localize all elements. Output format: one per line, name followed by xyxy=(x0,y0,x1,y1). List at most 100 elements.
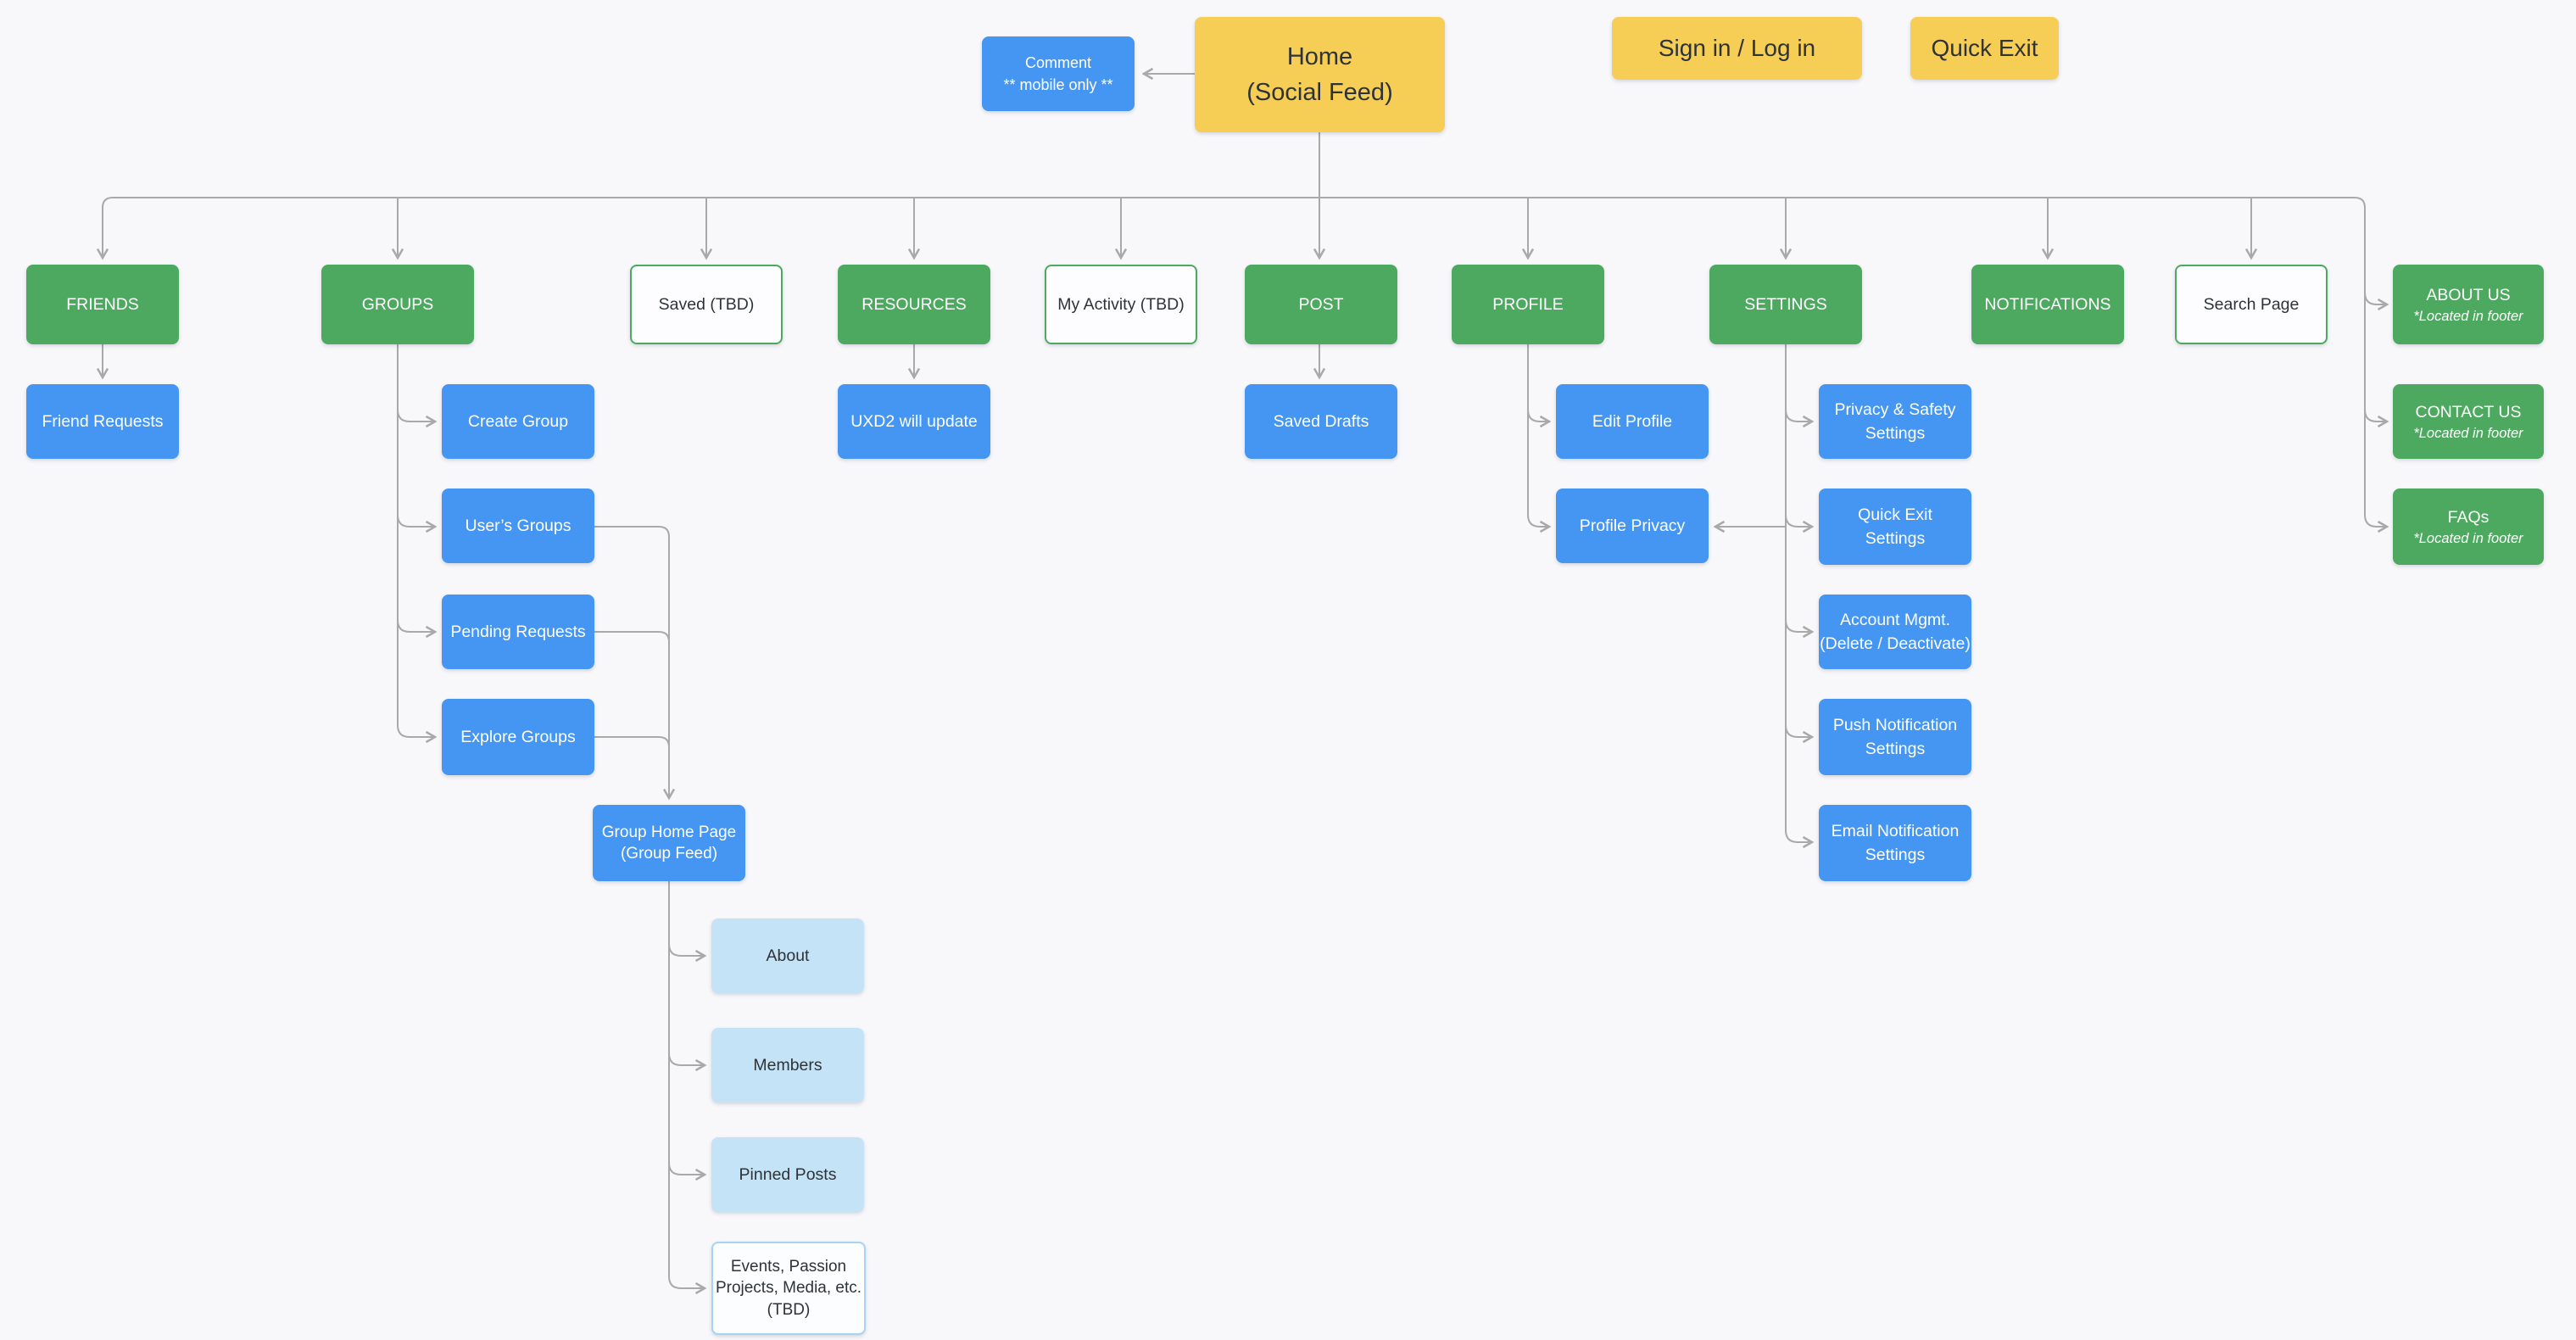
push-notification-label: Push Notification xyxy=(1832,716,1958,734)
profile-privacy-label: Profile Privacy xyxy=(1579,516,1686,535)
home-label: Home xyxy=(1286,43,1353,70)
edge-to-faqs xyxy=(2364,514,2387,527)
friends-node[interactable]: FRIENDS xyxy=(26,265,179,344)
friends-label: FRIENDS xyxy=(66,295,139,314)
explore-groups-node[interactable]: Explore Groups xyxy=(442,699,594,775)
edge-grouphome-members xyxy=(668,1052,705,1065)
pinned-posts-node[interactable]: Pinned Posts xyxy=(711,1137,864,1212)
edge-usersgroups-merge xyxy=(594,526,670,538)
profile-label: PROFILE xyxy=(1492,295,1564,314)
notifications-label: NOTIFICATIONS xyxy=(1984,295,2111,314)
about-us-footnote: *Located in footer xyxy=(2413,308,2523,324)
edge-to-aboutus xyxy=(2364,292,2387,304)
profile-node[interactable]: PROFILE xyxy=(1452,265,1604,344)
contact-us-node[interactable]: CONTACT US *Located in footer xyxy=(2393,384,2544,459)
home-sublabel: (Social Feed) xyxy=(1246,79,1393,106)
group-home-sublabel: (Group Feed) xyxy=(620,845,718,863)
edge-pendingrequests-merge xyxy=(594,631,670,643)
edge-grouphome-pinnedposts xyxy=(668,1162,705,1175)
quick-exit-label: Quick Exit xyxy=(1931,35,2038,61)
home-node[interactable]: Home (Social Feed) xyxy=(1195,17,1445,132)
my-activity-label: My Activity (TBD) xyxy=(1057,295,1185,314)
groups-node[interactable]: GROUPS xyxy=(321,265,474,344)
pending-requests-label: Pending Requests xyxy=(450,623,586,641)
push-notification-settings-node[interactable]: Push Notification Settings xyxy=(1819,699,1971,775)
my-activity-node[interactable]: My Activity (TBD) xyxy=(1045,265,1197,344)
account-mgmt-node[interactable]: Account Mgmt. (Delete / Deactivate) xyxy=(1819,595,1971,669)
quick-exit-settings-node[interactable]: Quick Exit Settings xyxy=(1819,489,1971,565)
search-page-node[interactable]: Search Page xyxy=(2175,265,2328,344)
events-label-line3: (TBD) xyxy=(767,1300,811,1319)
account-mgmt-sublabel: (Delete / Deactivate) xyxy=(1820,634,1971,653)
settings-label: SETTINGS xyxy=(1744,295,1827,314)
post-node[interactable]: POST xyxy=(1245,265,1397,344)
edge-settings-privacysafety xyxy=(1785,409,1812,422)
comment-label: Comment xyxy=(1024,54,1092,71)
sign-in-button[interactable]: Sign in / Log in xyxy=(1612,17,1862,80)
events-label-line1: Events, Passion xyxy=(730,1257,847,1276)
quick-exit-settings-sublabel: Settings xyxy=(1865,529,1926,548)
email-notification-sublabel: Settings xyxy=(1865,846,1926,864)
events-label-line2: Projects, Media, etc. xyxy=(715,1279,862,1298)
account-mgmt-label: Account Mgmt. xyxy=(1839,611,1951,629)
edge-settings-pushnotif xyxy=(1785,724,1812,737)
faqs-label: FAQs xyxy=(2447,507,2490,527)
about-label: About xyxy=(766,946,810,965)
sign-in-label: Sign in / Log in xyxy=(1658,35,1816,61)
edit-profile-label: Edit Profile xyxy=(1592,412,1673,431)
edge-to-contactus xyxy=(2364,409,2387,422)
events-node[interactable]: Events, Passion Projects, Media, etc. (T… xyxy=(711,1242,866,1335)
email-notification-settings-node[interactable]: Email Notification Settings xyxy=(1819,805,1971,881)
privacy-safety-settings-node[interactable]: Privacy & Safety Settings xyxy=(1819,384,1971,459)
settings-node[interactable]: SETTINGS xyxy=(1709,265,1862,344)
edit-profile-node[interactable]: Edit Profile xyxy=(1556,384,1709,459)
comment-sublabel: ** mobile only ** xyxy=(1003,76,1113,93)
contact-us-label: CONTACT US xyxy=(2415,402,2522,422)
edge-exploregroups-merge xyxy=(594,736,670,748)
quick-exit-settings-label: Quick Exit xyxy=(1858,505,1932,524)
group-home-node[interactable]: Group Home Page (Group Feed) xyxy=(593,805,745,881)
edge-profile-profileprivacy xyxy=(1527,514,1549,527)
profile-privacy-node[interactable]: Profile Privacy xyxy=(1556,489,1709,563)
notifications-node[interactable]: NOTIFICATIONS xyxy=(1971,265,2124,344)
group-home-label: Group Home Page xyxy=(601,823,737,841)
edge-settings-emailnotif xyxy=(1785,829,1812,842)
create-group-node[interactable]: Create Group xyxy=(442,384,594,459)
about-us-label: ABOUT US xyxy=(2426,285,2511,304)
faqs-node[interactable]: FAQs *Located in footer xyxy=(2393,489,2544,565)
members-node[interactable]: Members xyxy=(711,1028,864,1103)
faqs-footnote: *Located in footer xyxy=(2413,530,2523,546)
about-node[interactable]: About xyxy=(711,918,864,993)
privacy-safety-sublabel: Settings xyxy=(1865,424,1926,443)
edge-profile-editprofile xyxy=(1527,409,1549,422)
saved-drafts-node[interactable]: Saved Drafts xyxy=(1245,384,1397,459)
edge-home-bus xyxy=(102,197,2366,515)
pinned-posts-label: Pinned Posts xyxy=(739,1165,837,1184)
post-label: POST xyxy=(1298,295,1344,314)
uxd2-node[interactable]: UXD2 will update xyxy=(838,384,990,459)
pending-requests-node[interactable]: Pending Requests xyxy=(442,595,594,669)
uxd2-label: UXD2 will update xyxy=(850,412,978,431)
saved-label: Saved (TBD) xyxy=(658,295,755,314)
edge-grouphome-events xyxy=(668,1276,705,1288)
friend-requests-node[interactable]: Friend Requests xyxy=(26,384,179,459)
edge-settings-accountmgmt xyxy=(1785,619,1812,632)
about-us-node[interactable]: ABOUT US *Located in footer xyxy=(2393,265,2544,344)
edge-groups-exploregroups xyxy=(397,724,435,737)
users-groups-node[interactable]: User’s Groups xyxy=(442,489,594,563)
users-groups-label: User’s Groups xyxy=(465,516,572,535)
members-label: Members xyxy=(753,1056,822,1075)
contact-us-footnote: *Located in footer xyxy=(2413,425,2523,441)
resources-label: RESOURCES xyxy=(861,295,967,314)
search-page-label: Search Page xyxy=(2203,295,2300,314)
saved-node[interactable]: Saved (TBD) xyxy=(630,265,783,344)
explore-groups-label: Explore Groups xyxy=(460,728,576,746)
comment-node[interactable]: Comment ** mobile only ** xyxy=(982,36,1135,111)
resources-node[interactable]: RESOURCES xyxy=(838,265,990,344)
edge-groups-usersgroups xyxy=(397,514,435,527)
friend-requests-label: Friend Requests xyxy=(42,412,164,431)
quick-exit-button[interactable]: Quick Exit xyxy=(1910,17,2059,80)
edge-groups-pendingrequests xyxy=(397,619,435,632)
email-notification-label: Email Notification xyxy=(1831,822,1960,840)
